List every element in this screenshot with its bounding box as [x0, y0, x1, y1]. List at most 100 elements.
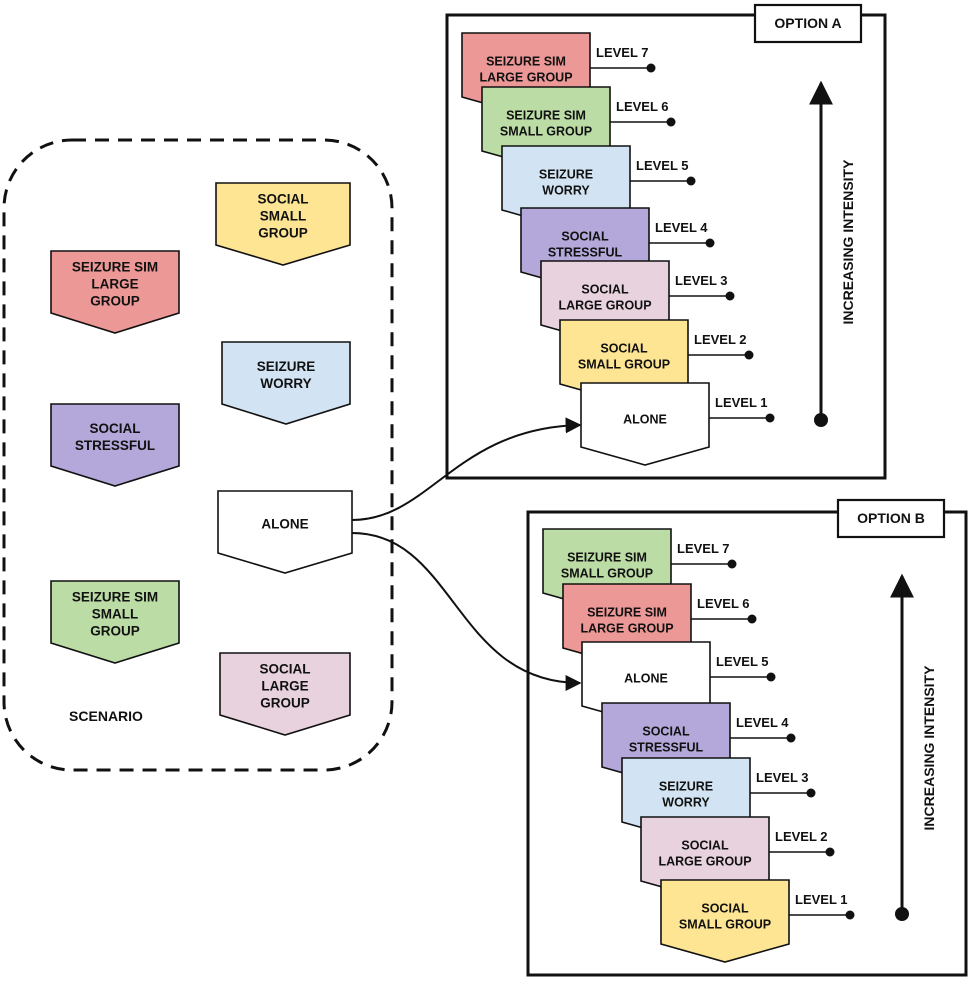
- connector-alone-to-option-b: [351, 532, 582, 691]
- option-a-step-6-text-line: SMALL GROUP: [500, 124, 592, 138]
- option-b-step-7-text-line: SEIZURE SIM: [567, 550, 647, 564]
- option-a-step-7-level-label: LEVEL 7: [596, 45, 649, 60]
- option-b-step-1: SOCIAL SMALL GROUP: [660, 879, 790, 963]
- option-b-step-5-text-line: ALONE: [624, 671, 668, 685]
- option-b-step-2-level-dot: [825, 847, 835, 857]
- option-b-intensity-arrow-base: [895, 907, 909, 921]
- option-b-step-2-text-line: SOCIAL: [681, 838, 729, 852]
- option-b-step-1-text-line: SMALL GROUP: [679, 917, 771, 931]
- option-a-step-4-text-line: SOCIAL: [561, 229, 609, 243]
- scenario-social-large-group-text-line: GROUP: [260, 696, 310, 711]
- option-a-steps: SEIZURE SIM LARGE GROUP LEVEL 7 SEIZURE SIM…: [461, 32, 775, 466]
- option-a-step-5-text-line: SEIZURE: [539, 167, 593, 181]
- scenario-alone-text-line: ALONE: [261, 517, 308, 532]
- scenario-social-large-group-shape: [219, 652, 351, 736]
- scenario-seizure-sim-small-group-text-line: GROUP: [90, 624, 140, 639]
- option-b-step-6-text-line: SEIZURE SIM: [587, 605, 667, 619]
- option-b-step-3-text-line: SEIZURE: [659, 779, 713, 793]
- option-b-step-1-level-dot: [845, 910, 855, 920]
- scenario-social-large-group-text-line: SOCIAL: [259, 662, 310, 677]
- option-a-step-4-level-label: LEVEL 4: [655, 220, 708, 235]
- option-b-step-7-level-dot: [727, 559, 737, 569]
- option-a-step-2-text-line: SMALL GROUP: [578, 357, 670, 371]
- scenario-seizure-sim-large-group-text-line: GROUP: [90, 294, 140, 309]
- scenario-social-large-group-text-line: LARGE: [261, 679, 308, 694]
- option-b-step-5-level-dot: [766, 672, 776, 682]
- scenario-social-large-group: SOCIAL LARGE GROUP: [219, 652, 351, 736]
- option-a-step-1-text-line: ALONE: [623, 412, 667, 426]
- option-a-step-4-text-line: STRESSFUL: [548, 245, 623, 259]
- scenario-seizure-sim-large-group-shape: [50, 250, 180, 334]
- option-b-step-1-text-line: SOCIAL: [701, 901, 749, 915]
- option-a-step-3-text-line: SOCIAL: [581, 282, 629, 296]
- option-a-step-3-level-dot: [725, 291, 735, 301]
- option-a-step-7-level-dot: [646, 63, 656, 73]
- scenario-seizure-sim-large-group-text-line: SEIZURE SIM: [72, 260, 158, 275]
- option-b-step-3-level-dot: [806, 788, 816, 798]
- scenario-social-small-group-text-line: SMALL: [260, 209, 307, 224]
- option-a-step-1-shape: [580, 382, 710, 466]
- option-b-step-4-level-dot: [786, 733, 796, 743]
- option-b-step-4-text-line: STRESSFUL: [629, 740, 704, 754]
- option-a-step-1: ALONE: [580, 382, 710, 466]
- option-a-step-7-text-line: SEIZURE SIM: [486, 54, 566, 68]
- scenario-social-small-group: SOCIAL SMALL GROUP: [215, 182, 351, 266]
- option-b-step-1-level-label: LEVEL 1: [795, 892, 848, 907]
- option-a-step-1-level-label: LEVEL 1: [715, 395, 768, 410]
- option-a-title: OPTION A: [774, 15, 841, 31]
- scenario-alone-shape: [217, 490, 353, 574]
- option-b-step-4-text-line: SOCIAL: [642, 724, 690, 738]
- option-a-title-box: [753, 3, 863, 44]
- option-b-title: OPTION B: [857, 510, 925, 526]
- option-a-step-3-text-line: LARGE GROUP: [558, 298, 651, 312]
- option-b-title-box: [836, 498, 946, 539]
- scenario-seizure-worry: SEIZURE WORRY: [221, 341, 351, 425]
- option-b-panel: [526, 510, 968, 977]
- scenario-seizure-worry-text-line: SEIZURE: [257, 359, 316, 374]
- option-a-axis-label: INCREASING INTENSITY: [840, 159, 856, 325]
- option-a-step-6-level-dot: [666, 117, 676, 127]
- option-b-step-6-text-line: LARGE GROUP: [580, 621, 673, 635]
- scenario-seizure-sim-small-group: SEIZURE SIM SMALL GROUP: [50, 580, 180, 664]
- option-b-step-2-text-line: LARGE GROUP: [658, 854, 751, 868]
- option-a-step-5-level-dot: [686, 176, 696, 186]
- scenario-seizure-sim-small-group-text-line: SEIZURE SIM: [72, 590, 158, 605]
- option-b-step-7-level-label: LEVEL 7: [677, 541, 730, 556]
- option-a-step-2-text-line: SOCIAL: [600, 341, 648, 355]
- scenario-social-small-group-text-line: GROUP: [258, 226, 308, 241]
- option-a-step-6-level-label: LEVEL 6: [616, 99, 669, 114]
- option-b-step-5-level-label: LEVEL 5: [716, 654, 769, 669]
- option-b-step-2-level-label: LEVEL 2: [775, 829, 828, 844]
- scenario-seizure-worry-shape: [221, 341, 351, 425]
- scenario-social-small-group-text-line: SOCIAL: [257, 192, 308, 207]
- scenario-alone: ALONE: [217, 490, 353, 574]
- scenario-social-small-group-shape: [215, 182, 351, 266]
- scenario-social-stressful-text-line: STRESSFUL: [75, 438, 155, 453]
- scenario-seizure-sim-small-group-text-line: SMALL: [92, 607, 139, 622]
- option-b-steps: SEIZURE SIM SMALL GROUP LEVEL 7 SEIZURE SIM…: [542, 528, 855, 963]
- scenario-seizure-sim-small-group-shape: [50, 580, 180, 664]
- option-a-step-5-level-label: LEVEL 5: [636, 158, 689, 173]
- scenario-social-stressful-shape: [50, 403, 180, 487]
- option-b-step-4-level-label: LEVEL 4: [736, 715, 789, 730]
- option-a-step-5-text-line: WORRY: [542, 183, 590, 197]
- option-a-step-4-level-dot: [705, 238, 715, 248]
- option-b-step-1-shape: [660, 879, 790, 963]
- option-a-step-2-level-dot: [744, 350, 754, 360]
- option-b-step-3-level-label: LEVEL 3: [756, 770, 809, 785]
- option-b-axis-label: INCREASING INTENSITY: [921, 665, 937, 831]
- option-a-step-6-text-line: SEIZURE SIM: [506, 108, 586, 122]
- option-b-step-6-level-label: LEVEL 6: [697, 596, 750, 611]
- scenario-container: [2, 138, 394, 772]
- scenario-seizure-worry-text-line: WORRY: [260, 376, 311, 391]
- scenario-label: SCENARIO: [69, 708, 143, 724]
- scenario-seizure-sim-large-group-text-line: LARGE: [91, 277, 138, 292]
- option-a-step-7-text-line: LARGE GROUP: [479, 70, 572, 84]
- option-b-step-3-text-line: WORRY: [662, 795, 710, 809]
- option-a-intensity-arrow-base: [814, 413, 828, 427]
- option-a-panel: [445, 13, 887, 480]
- scenario-seizure-sim-large-group: SEIZURE SIM LARGE GROUP: [50, 250, 180, 334]
- option-a-step-2-level-label: LEVEL 2: [694, 332, 747, 347]
